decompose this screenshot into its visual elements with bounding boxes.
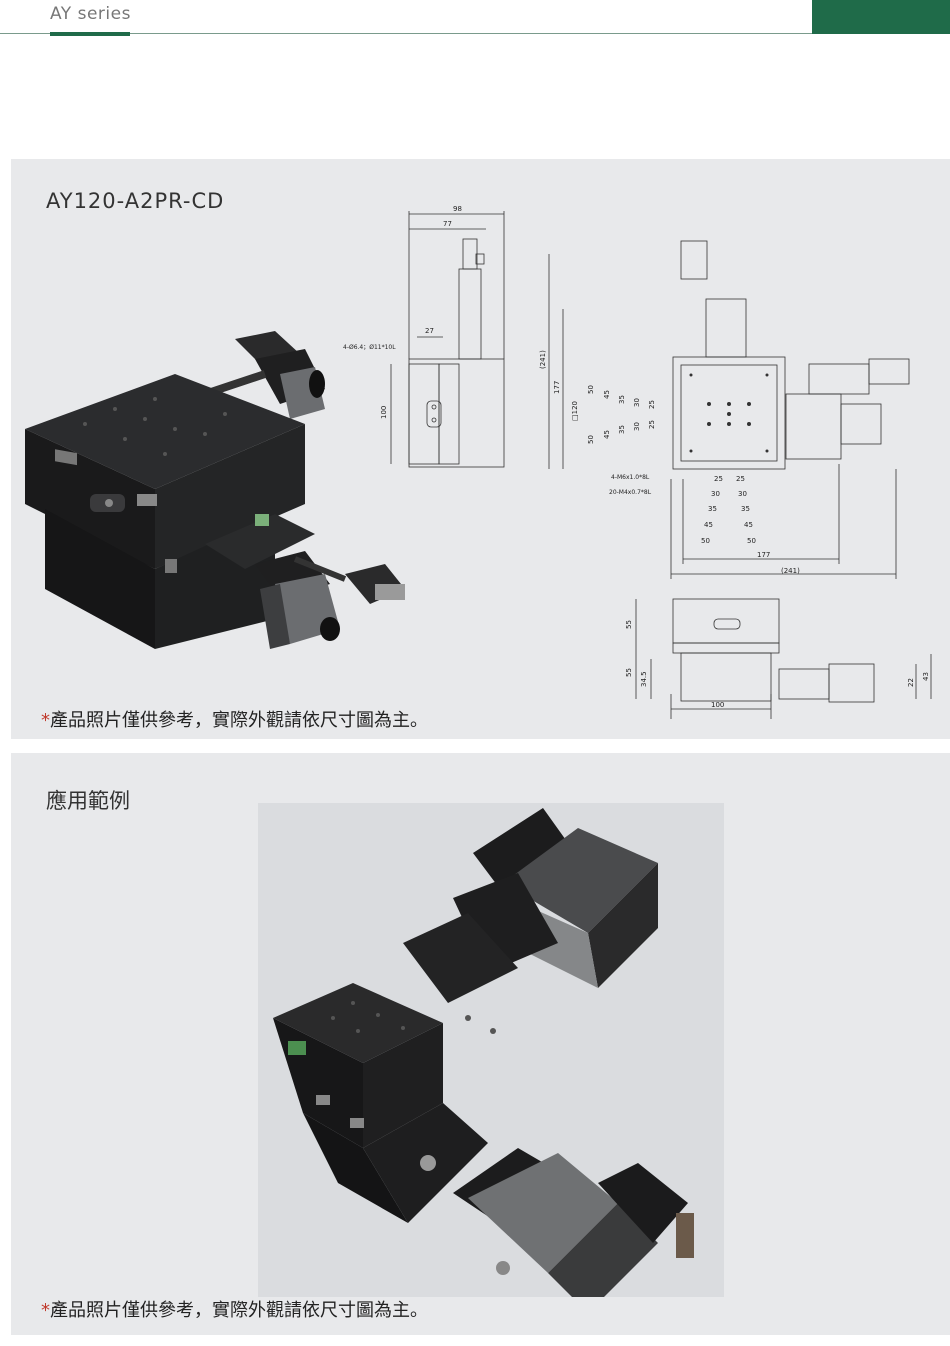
header-underline: [50, 32, 130, 36]
dim-h30b: 30: [738, 490, 747, 498]
dim-241-v: (241): [539, 350, 547, 369]
dim-front-100: 100: [711, 701, 724, 709]
dim-241-h: (241): [781, 567, 800, 575]
front-view: [635, 598, 932, 719]
bottom-motor: [255, 551, 405, 649]
application-note: *產品照片僅供參考，實際外觀請依尺寸圖為主。: [41, 1296, 428, 1322]
application-photo: [273, 808, 694, 1297]
dim-27: 27: [425, 327, 434, 335]
header-line: [0, 33, 812, 34]
hole-spec: 4-Ø6.4；Ø11*10L: [343, 344, 396, 351]
top-motor: [203, 331, 325, 419]
dim-v50a: 50: [587, 385, 595, 394]
top-holes: [83, 397, 227, 456]
dim-front-55a: 55: [625, 620, 633, 629]
note-star: *: [41, 1300, 50, 1321]
dim-77: 77: [443, 220, 452, 228]
dim-front-34.5: 34.5: [640, 671, 648, 687]
product-photo: [25, 331, 405, 649]
dim-h45b: 45: [744, 521, 753, 529]
dim-side-100: 100: [380, 406, 388, 419]
dim-v45b: 45: [603, 430, 611, 439]
product-panel: AY120-A2PR-CD: [11, 159, 950, 739]
model-title: AY120-A2PR-CD: [46, 189, 225, 213]
note-star: *: [41, 710, 50, 731]
dim-98: 98: [453, 205, 462, 213]
dim-front-55b: 55: [625, 668, 633, 677]
dim-h50b: 50: [747, 537, 756, 545]
dim-v25a: 25: [648, 400, 656, 409]
dim-v35a: 35: [618, 395, 626, 404]
dim-v25b: 25: [648, 420, 656, 429]
dim-h35b: 35: [741, 505, 750, 513]
top-view-holes: [689, 373, 769, 453]
product-note: *產品照片僅供參考，實際外觀請依尺寸圖為主。: [41, 706, 428, 732]
tap-spec-1: 4-M6x1.0*8L: [611, 474, 650, 481]
top-view: [548, 240, 910, 579]
dim-h25a: 25: [714, 475, 723, 483]
side-view: [390, 211, 505, 468]
note-text: 產品照片僅供參考，實際外觀請依尺寸圖為主。: [50, 1300, 428, 1321]
application-title: 應用範例: [46, 789, 130, 813]
header-green-block: [812, 0, 950, 34]
dim-120: □120: [571, 401, 579, 421]
dim-v30a: 30: [633, 398, 641, 407]
dim-h25b: 25: [736, 475, 745, 483]
tap-spec-2: 20-M4x0.7*8L: [609, 489, 652, 496]
dim-v30b: 30: [633, 422, 641, 431]
dim-front-43: 43: [922, 672, 930, 681]
application-panel: 應用範例 *產品照片僅供參考，實際外觀請依尺寸圖為主。: [11, 753, 950, 1335]
dim-front-22: 22: [907, 678, 915, 687]
dimension-drawings: 98 77 27 4-Ø6.4；Ø11*10L 100: [343, 205, 932, 719]
note-text: 產品照片僅供參考，實際外觀請依尺寸圖為主。: [50, 710, 428, 731]
dim-v45a: 45: [603, 390, 611, 399]
dim-v35b: 35: [618, 425, 626, 434]
dim-177-h: 177: [757, 551, 770, 559]
header-title: AY series: [50, 4, 131, 24]
dim-v50b: 50: [587, 435, 595, 444]
dim-h30a: 30: [711, 490, 720, 498]
dim-h50a: 50: [701, 537, 710, 545]
dim-h35a: 35: [708, 505, 717, 513]
dim-h45a: 45: [704, 521, 713, 529]
dim-177-v: 177: [553, 381, 561, 394]
